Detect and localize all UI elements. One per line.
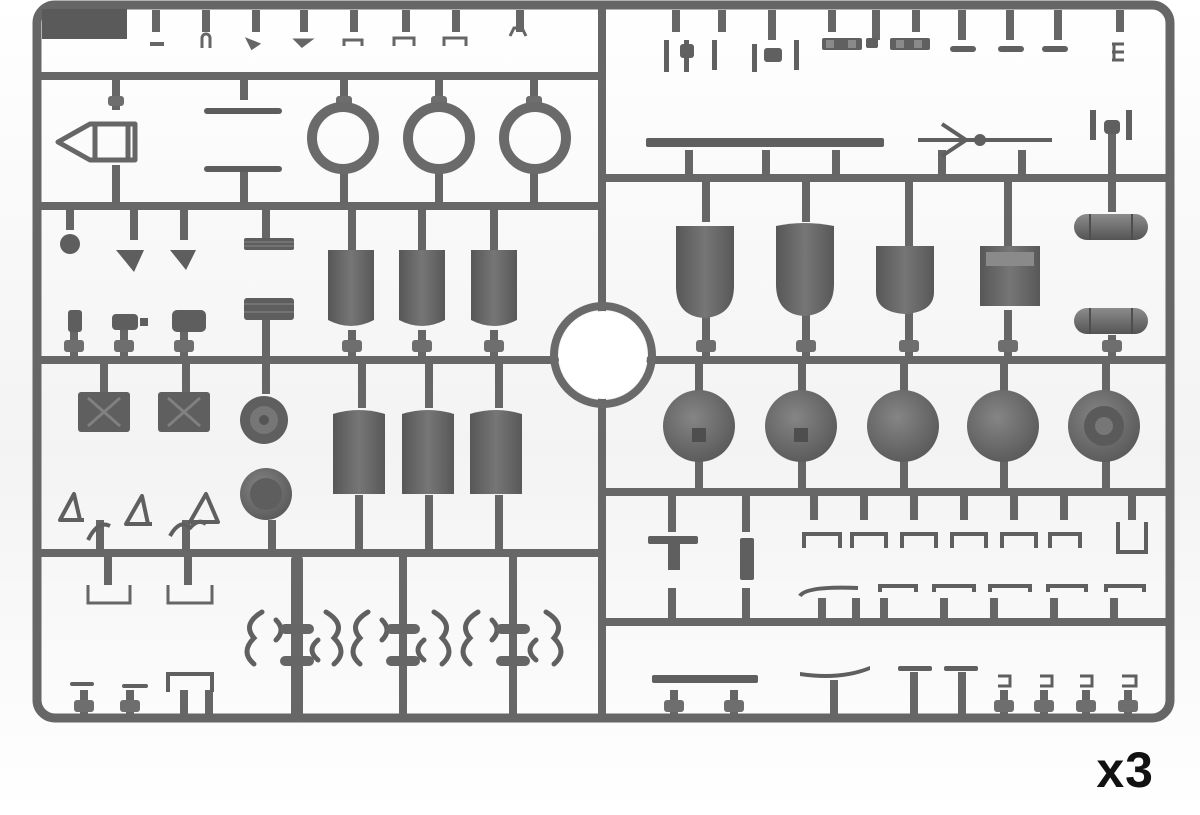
runners [36,4,1171,722]
gates [64,10,1138,714]
fuel-tank-part [1074,214,1148,334]
bottom-parts-right [652,666,1138,688]
quantity-label: x3 [1096,742,1154,798]
hand-grip-part [1090,110,1132,140]
u-clips-right [798,522,1148,598]
gear-wheel-part [240,396,292,520]
center-ring [550,302,656,408]
seat-part [676,223,1040,318]
arrow-rod-part [918,122,1052,158]
seat-panels-upper [328,250,517,326]
long-bar-part [646,138,884,147]
small-parts-bottom-left [70,672,214,692]
small-parts-row3-left [60,234,294,332]
bracket-parts-right [648,536,754,580]
small-brackets-top-left [150,26,528,51]
support-brackets [58,492,220,541]
ring-parts [307,102,571,174]
sprue-tag-tab [42,9,127,39]
u-handle-parts [86,585,214,605]
jerry-can-part [78,392,210,432]
tow-bar-part [55,121,138,163]
hook-gate-blobs [280,624,530,666]
seat-panels-lower [333,410,522,494]
rod-parts [204,108,282,172]
wheel-part [663,390,1140,462]
small-parts-top-right [664,38,1124,72]
